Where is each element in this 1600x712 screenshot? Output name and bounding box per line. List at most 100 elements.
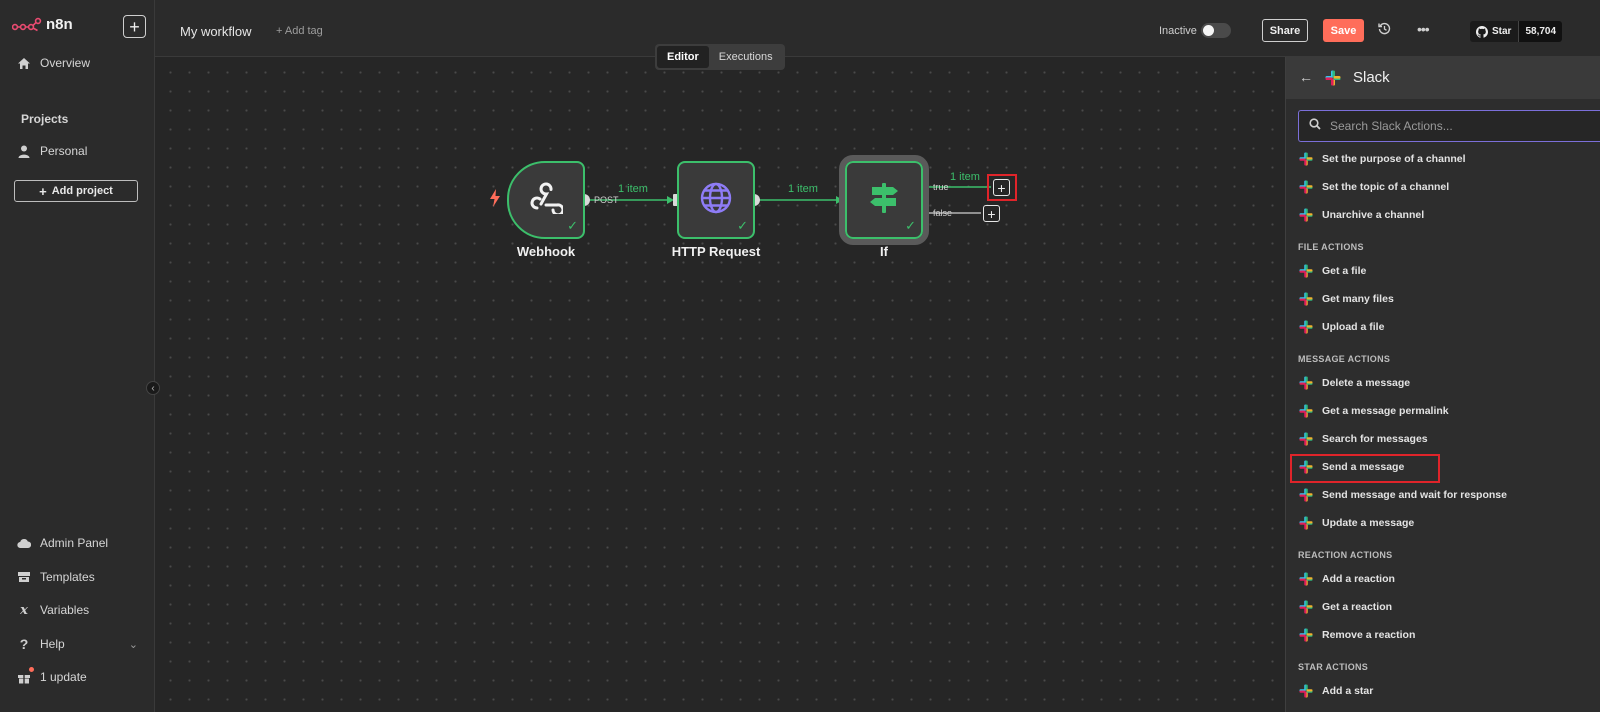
active-toggle[interactable] [1201, 23, 1231, 38]
action-item[interactable]: Add a star [1286, 677, 1600, 705]
webhook-icon [529, 182, 565, 219]
add-tag-link[interactable]: + Add tag [276, 25, 323, 37]
node-webhook-label: Webhook [516, 244, 576, 259]
category-heading: STAR ACTIONS [1298, 662, 1369, 672]
slack-icon [1299, 460, 1313, 474]
action-item-label: Search for messages [1322, 433, 1428, 445]
github-star-left: Star [1470, 21, 1520, 42]
slack-icon [1299, 320, 1313, 334]
category-heading: FILE ACTIONS [1298, 242, 1364, 252]
globe-icon [699, 181, 733, 220]
action-item[interactable]: Set the purpose of a channel [1286, 145, 1600, 173]
nav-admin-panel[interactable]: Admin Panel [17, 536, 108, 550]
node-http-request-label: HTTP Request [671, 244, 761, 259]
nav-overview[interactable]: Overview [17, 56, 90, 70]
action-item-label: Unarchive a channel [1322, 209, 1425, 221]
action-item[interactable]: Send a message [1286, 453, 1600, 483]
category-heading: REACTION ACTIONS [1298, 550, 1393, 560]
add-node-false-button[interactable]: + [983, 205, 1000, 222]
add-node-true-button[interactable]: + [993, 179, 1010, 196]
node-creator-panel: ← Slack Set the purpose of a channelSet … [1285, 57, 1600, 712]
question-icon: ? [19, 636, 29, 652]
tab-editor[interactable]: Editor [657, 46, 709, 68]
action-item-label: Add a reaction [1322, 573, 1395, 585]
action-item-label: Get a message permalink [1322, 405, 1449, 417]
action-item-label: Remove a reaction [1322, 629, 1416, 641]
add-button[interactable]: + [123, 15, 146, 38]
back-arrow-icon[interactable]: ← [1299, 69, 1313, 85]
node-webhook[interactable]: ✓ [507, 161, 585, 239]
action-item-label: Set the purpose of a channel [1322, 153, 1466, 165]
history-icon[interactable] [1378, 22, 1391, 38]
save-button[interactable]: Save [1323, 19, 1364, 42]
slack-icon [1299, 208, 1313, 222]
nav-templates[interactable]: Templates [17, 570, 95, 584]
slack-icon [1299, 600, 1313, 614]
node-http-request[interactable]: ✓ [677, 161, 755, 239]
edge-label: 1 item [618, 183, 648, 195]
nav-update[interactable]: 1 update [17, 667, 87, 684]
action-item[interactable]: Delete a message [1286, 369, 1600, 397]
action-item[interactable]: Send message and wait for response [1286, 481, 1600, 509]
panel-title: Slack [1353, 69, 1390, 86]
action-item[interactable]: Upload a file [1286, 313, 1600, 341]
action-item[interactable]: Remove a reaction [1286, 621, 1600, 649]
port-label-true: true [933, 182, 949, 192]
port-label-false: false [933, 208, 953, 218]
action-item-label: Set the topic of a channel [1322, 181, 1450, 193]
slack-icon [1299, 488, 1313, 502]
action-item-label: Get many files [1322, 293, 1394, 305]
nav-overview-label: Overview [40, 56, 91, 70]
n8n-logo[interactable]: n8n [12, 16, 73, 33]
action-item[interactable]: Add a reaction [1286, 565, 1600, 593]
share-button[interactable]: Share [1262, 19, 1308, 42]
chevron-down-icon: ⌄ [128, 638, 138, 651]
plus-icon: + [39, 183, 47, 199]
search-field[interactable] [1298, 110, 1600, 142]
slack-icon [1299, 684, 1313, 698]
node-if[interactable]: ✓ [839, 155, 929, 245]
trigger-bolt-icon [489, 189, 501, 212]
action-item[interactable]: Search for messages [1286, 425, 1600, 453]
gift-icon [17, 667, 34, 684]
action-item-label: Delete a message [1322, 377, 1411, 389]
arrow-head [836, 196, 843, 204]
action-item[interactable]: Get a reaction [1286, 593, 1600, 621]
category-heading: MESSAGE ACTIONS [1298, 354, 1391, 364]
arrow-head [667, 196, 674, 204]
slack-icon [1299, 516, 1313, 530]
search-icon [1309, 117, 1321, 135]
slack-icon [1299, 628, 1313, 642]
collapse-sidebar-button[interactable]: ‹ [146, 381, 160, 395]
workflow-canvas[interactable]: ✓ Webhook ✓ HTTP Request ✓ If POST 1 ite… [155, 57, 1285, 712]
github-star-button[interactable]: Star 58,704 [1470, 21, 1563, 42]
action-item[interactable]: Set the topic of a channel [1286, 173, 1600, 201]
slack-icon [1299, 152, 1313, 166]
add-project-button[interactable]: + Add project [14, 180, 138, 202]
action-item-label: Send message and wait for response [1322, 489, 1507, 501]
search-input[interactable] [1330, 119, 1570, 133]
nav-help[interactable]: ? Help ⌄ [17, 636, 138, 652]
success-check-icon: ✓ [905, 218, 916, 233]
more-options-icon[interactable]: ••• [1417, 21, 1430, 37]
action-item[interactable]: Get a file [1286, 257, 1600, 285]
action-item-label: Get a file [1322, 265, 1367, 277]
tab-executions[interactable]: Executions [718, 51, 773, 63]
n8n-logo-icon [12, 17, 42, 31]
nav-personal[interactable]: Personal [17, 144, 87, 158]
nav-variables[interactable]: x Variables [17, 603, 89, 618]
action-item[interactable]: Get a message permalink [1286, 397, 1600, 425]
sidebar: n8n + Overview Projects Personal + Add p… [0, 0, 155, 712]
action-item[interactable]: Unarchive a channel [1286, 201, 1600, 229]
slack-icon [1325, 70, 1341, 91]
toggle-knob [1203, 25, 1214, 36]
workflow-name[interactable]: My workflow [180, 24, 252, 39]
action-item[interactable]: Update a message [1286, 509, 1600, 537]
home-icon [17, 56, 31, 70]
action-item[interactable]: Get many files [1286, 285, 1600, 313]
action-item-label: Add a star [1322, 685, 1374, 697]
slack-icon [1299, 292, 1313, 306]
nav-admin-panel-label: Admin Panel [40, 536, 109, 550]
nav-personal-label: Personal [40, 144, 88, 158]
